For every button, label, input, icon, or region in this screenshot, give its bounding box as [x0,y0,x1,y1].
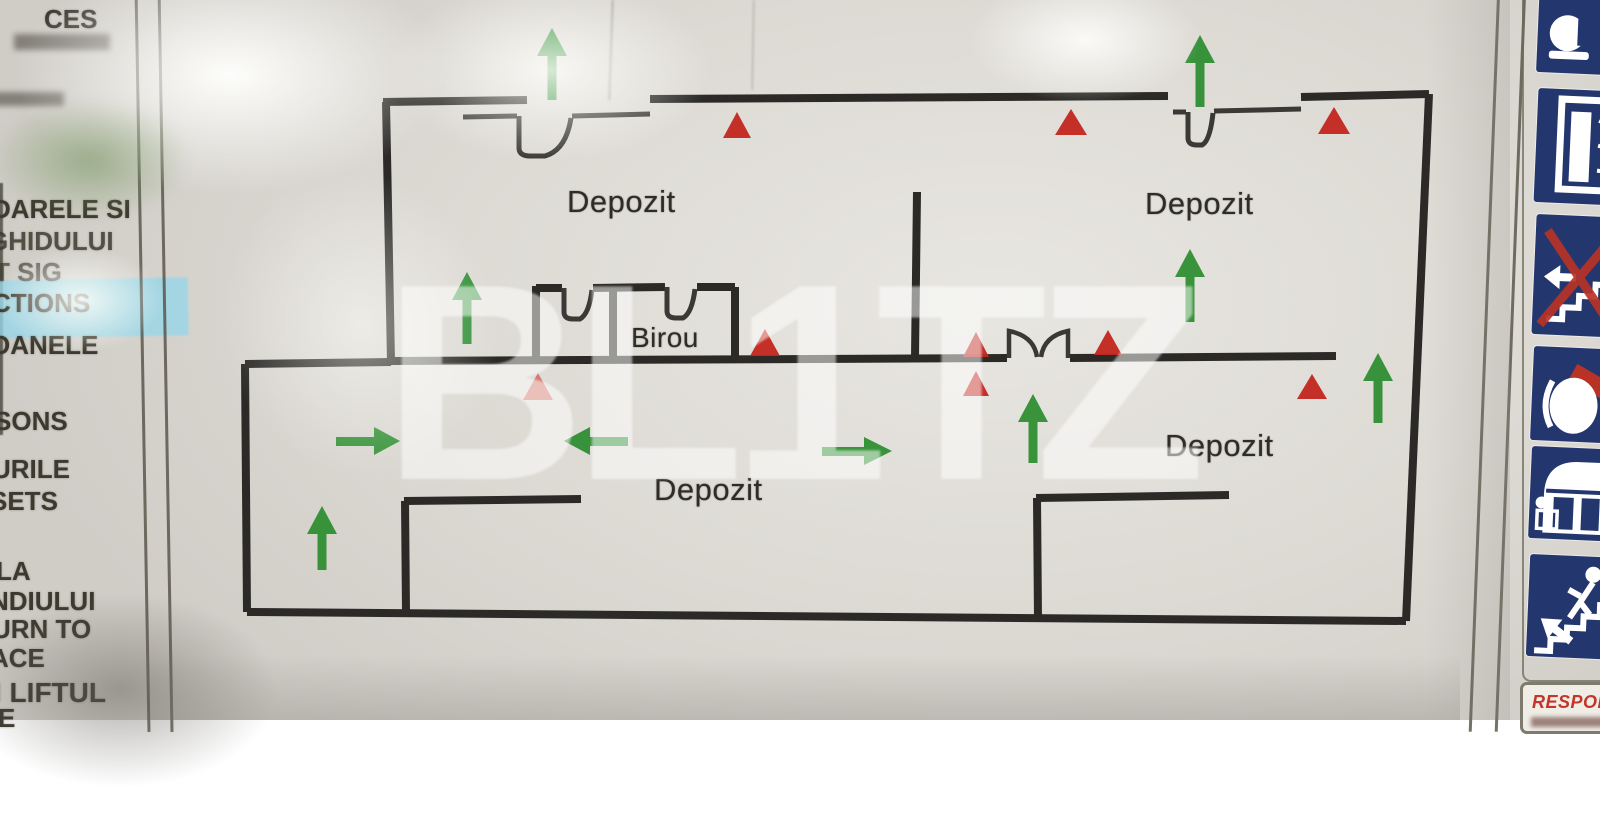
fire-extinguisher-icon [1530,346,1600,444]
no-stairs-icon [1531,214,1600,338]
evacuation-plan-photo: CES DARELE SI GHIDULUI T SIG CTIONS OANE… [0,0,1600,720]
use-stairs-icon [1526,554,1600,660]
window-shelter-icon [1528,446,1600,542]
room-label-depozit-top-right: Depozit [1145,186,1254,222]
responsible-label: RESPONSA [1532,692,1600,713]
evac-arrow-up [1363,353,1393,423]
cropped-text-line [1531,717,1600,727]
extinguisher-triangle [723,112,751,138]
responsible-panel: RESPONSA [1520,682,1600,734]
evac-arrow-up [537,28,567,100]
extinguisher-triangle [1297,374,1327,399]
evac-arrow-up [307,506,337,570]
room-label-depozit-top-left: Depozit [567,184,676,220]
exit-door-icon [1534,88,1600,206]
extinguisher-triangle [1055,109,1087,135]
watermark: BL1TZ [383,243,1194,523]
evac-arrow-up [1185,35,1215,107]
phone-icon [1536,0,1600,76]
extinguisher-triangle [1318,107,1350,134]
